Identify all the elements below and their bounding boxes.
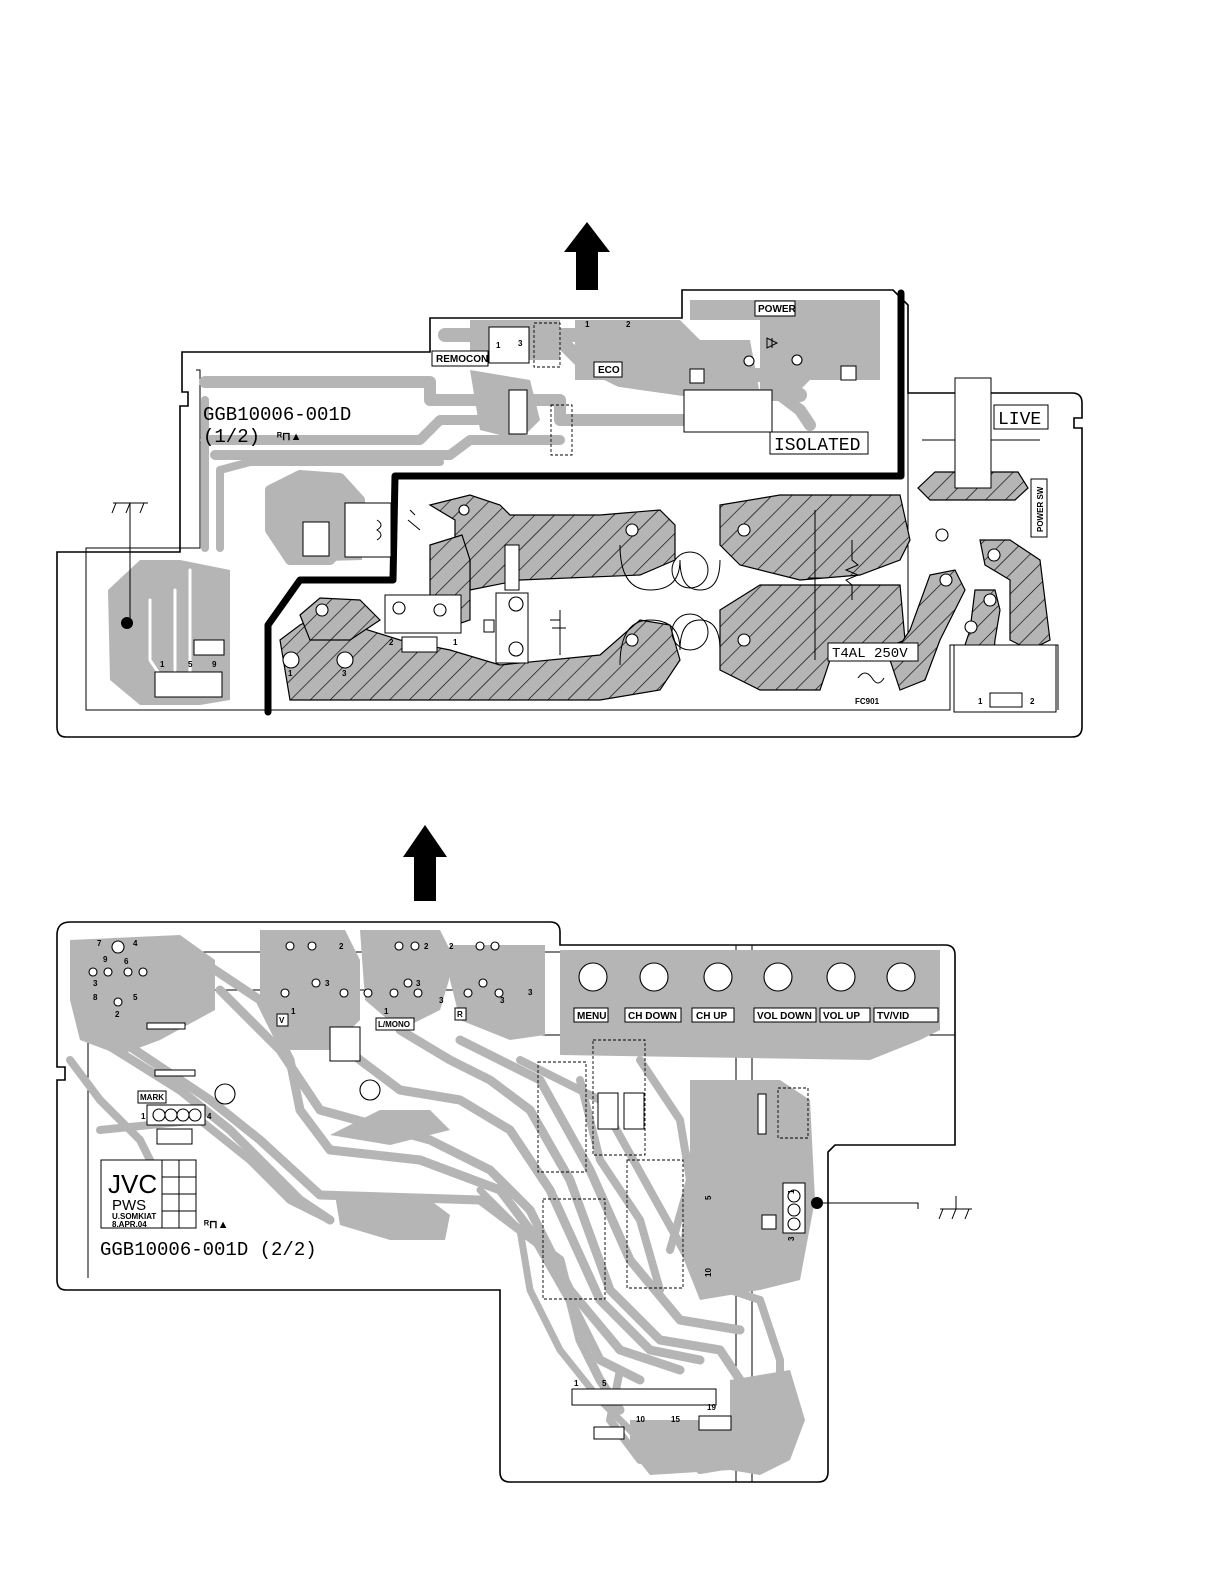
pin-label: 2	[626, 320, 631, 329]
pin-label: 4	[133, 939, 138, 948]
r-label: R	[457, 1010, 463, 1019]
button-label-vol-up: VOL UP	[823, 1011, 860, 1022]
isolated-label: ISOLATED	[774, 436, 860, 456]
pin-label: 9	[103, 955, 108, 964]
pin-label: 2	[339, 942, 344, 951]
button-label-vol-down: VOL DOWN	[757, 1011, 812, 1022]
pin-label: 1	[291, 1007, 296, 1016]
pin-label: 4	[207, 1112, 212, 1121]
pin-label: 1	[585, 320, 590, 329]
pin-label: 3	[342, 669, 347, 678]
pin-label: 2	[424, 942, 429, 951]
pin-label: 1	[453, 638, 458, 647]
pin-label: 5	[704, 1195, 713, 1200]
pin-label: 19	[707, 1403, 716, 1412]
pin-label: 6	[124, 957, 129, 966]
board-2-part-number: GGB10006-001D (2/2)	[100, 1239, 317, 1261]
direction-arrow-icon	[403, 825, 447, 901]
board-1-sheet: (1/2)	[203, 426, 260, 448]
fuse-label: T4AL 250V	[832, 646, 908, 662]
pin-label: 5	[602, 1379, 607, 1388]
pin-label: 2	[115, 1010, 120, 1019]
pin-label: 1	[978, 697, 983, 706]
pin-label: 3	[93, 979, 98, 988]
pin-label: 5	[188, 660, 193, 669]
pin-label: 1	[574, 1379, 579, 1388]
pin-label: 10	[636, 1415, 645, 1424]
ul-mark-icon: ᴿ⊓▲	[277, 431, 302, 443]
pin-label: 1	[496, 341, 501, 350]
mark-label: MARK	[140, 1093, 164, 1102]
pin-label: 3	[528, 988, 533, 997]
direction-arrow-icon	[564, 222, 610, 290]
remocon-label: REMOCON	[436, 354, 488, 365]
brand-logo: JVC	[108, 1169, 157, 1199]
pin-label: 1	[141, 1112, 146, 1121]
pin-label: 7	[97, 939, 102, 948]
pin-label: 2	[1030, 697, 1035, 706]
live-label: LIVE	[998, 410, 1041, 430]
pin-label: 3	[325, 979, 330, 988]
pin-label: 1	[160, 660, 165, 669]
pin-label: 1	[288, 669, 293, 678]
pin-label: 9	[212, 660, 217, 669]
button-label-menu: MENU	[577, 1011, 606, 1022]
pin-label: 5	[133, 993, 138, 1002]
pin-label: 1	[787, 1189, 796, 1194]
pin-label: 1	[384, 1007, 389, 1016]
power-label: POWER	[758, 304, 797, 315]
button-label-tv-vid: TV/VID	[877, 1011, 909, 1022]
pin-label: 3	[500, 996, 505, 1005]
board-1: GGB10006-001D (1/2) ᴿ⊓▲ REMOCON ECO POWE…	[57, 222, 1082, 737]
pin-label: 2	[389, 638, 394, 647]
pin-label: 8	[93, 993, 98, 1002]
pin-label: 10	[704, 1268, 713, 1277]
button-label-ch-down: CH DOWN	[628, 1011, 677, 1022]
button-label-ch-up: CH UP	[696, 1011, 727, 1022]
front-buttons: MENU CH DOWN CH UP VOL DOWN VOL UP TV/VI…	[574, 1008, 938, 1022]
board-2: MENU CH DOWN CH UP VOL DOWN VOL UP TV/VI…	[57, 825, 972, 1482]
pin-label: 3	[787, 1236, 796, 1241]
power-sw-label: POWER SW	[1036, 486, 1045, 532]
pin-label: 2	[449, 942, 454, 951]
fc901-label: FC901	[855, 697, 880, 706]
board-1-part-number: GGB10006-001D	[203, 404, 351, 426]
eco-label: ECO	[598, 365, 620, 376]
pin-label: 3	[518, 339, 523, 348]
date: 8.APR.04	[112, 1220, 147, 1229]
pin-label: 3	[439, 996, 444, 1005]
v-label: V	[279, 1016, 285, 1025]
lmono-label: L/MONO	[378, 1020, 410, 1029]
ul-mark-icon: ᴿ⊓▲	[204, 1219, 229, 1231]
ground-symbol-icon	[823, 1196, 972, 1219]
pin-label: 3	[416, 979, 421, 988]
pin-label: 15	[671, 1415, 680, 1424]
